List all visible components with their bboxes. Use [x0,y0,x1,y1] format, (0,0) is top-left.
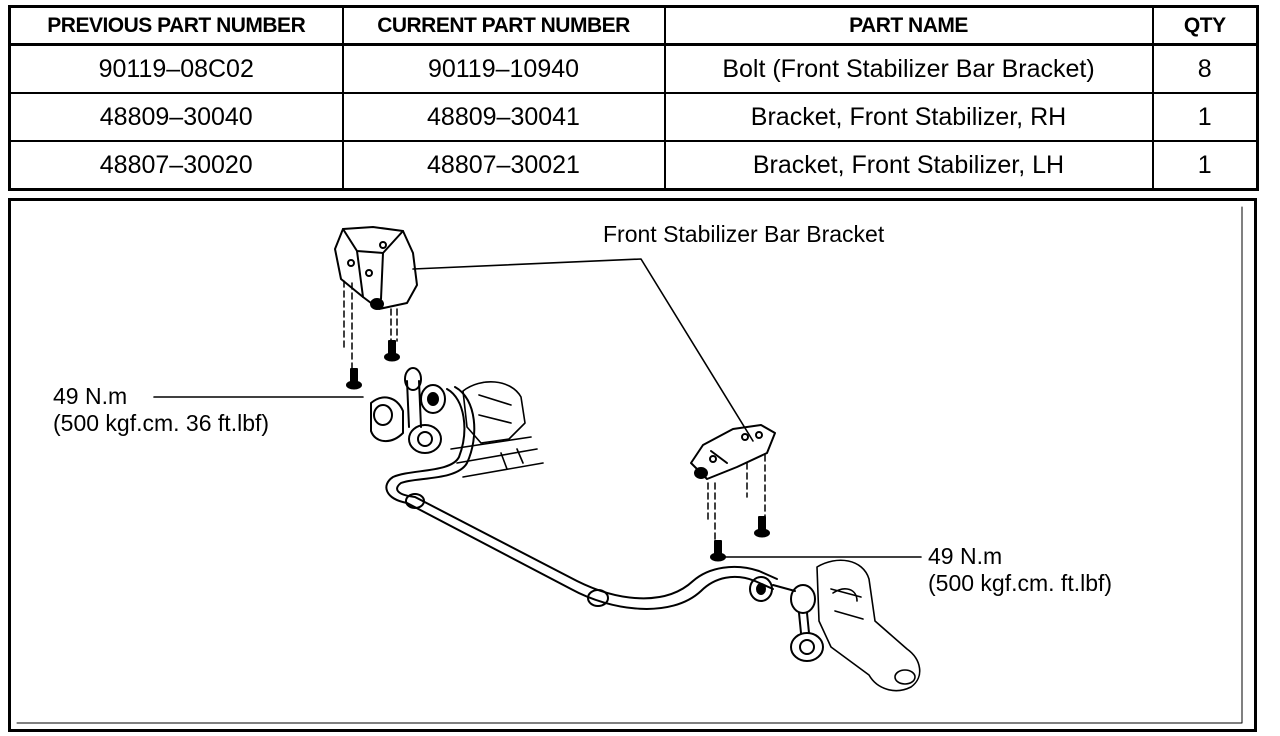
left-bracket-icon [334,226,418,310]
header-previous-part-number: PREVIOUS PART NUMBER [8,5,344,46]
leader-lines [153,258,922,558]
quantity: 1 [1151,140,1259,191]
bracket-callout: Front Stabilizer Bar Bracket [603,221,885,247]
table-row: 90119–08C02 90119–10940 Bolt (Front Stab… [8,43,1259,94]
header-part-name: PART NAME [663,5,1154,46]
right-bolt-guides [707,454,766,542]
current-part-number: 48809–30041 [341,92,666,142]
quantity: 8 [1151,43,1259,94]
torque-conversion: (500 kgf.cm. ft.lbf) [928,570,1113,596]
torque-conversion: (500 kgf.cm. 36 ft.lbf) [53,410,270,436]
previous-part-number: 48809–30040 [8,92,344,142]
current-part-number: 48807–30021 [341,140,666,191]
table-header-row: PREVIOUS PART NUMBER CURRENT PART NUMBER… [8,5,1259,46]
current-part-number: 90119–10940 [341,43,666,94]
left-torque-callout: 49 N.m (500 kgf.cm. 36 ft.lbf) [53,383,269,437]
stabilizer-bar-icon [385,386,778,610]
right-bracket-icon [690,424,776,480]
torque-value: 49 N.m [928,543,1003,569]
left-bolt-icon [346,340,400,390]
torque-value: 49 N.m [53,383,128,409]
previous-part-number: 90119–08C02 [8,43,344,94]
left-frame-icon [450,381,544,478]
stabilizer-illustration: Front Stabilizer Bar Bracket 49 N.m (500… [8,198,1257,732]
left-stabilizer-link-icon [370,367,446,454]
header-current-part-number: CURRENT PART NUMBER [341,5,666,46]
right-stabilizer-link-icon [749,576,824,662]
stabilizer-bar-drawing [16,206,1243,724]
header-qty: QTY [1151,5,1259,46]
parts-table: PREVIOUS PART NUMBER CURRENT PART NUMBER… [8,5,1259,191]
previous-part-number: 48807–30020 [8,140,344,191]
part-name: Bracket, Front Stabilizer, RH [663,92,1154,142]
right-torque-callout: 49 N.m (500 kgf.cm. ft.lbf) [928,543,1112,597]
table-row: 48807–30020 48807–30021 Bracket, Front S… [8,140,1259,191]
left-bolt-guides [343,280,398,372]
frame-accent [16,206,1243,724]
lower-arm-icon [816,559,921,692]
part-name: Bolt (Front Stabilizer Bar Bracket) [663,43,1154,94]
table-row: 48809–30040 48809–30041 Bracket, Front S… [8,92,1259,142]
right-bolt-icon [710,516,770,562]
part-name: Bracket, Front Stabilizer, LH [663,140,1154,191]
quantity: 1 [1151,92,1259,142]
